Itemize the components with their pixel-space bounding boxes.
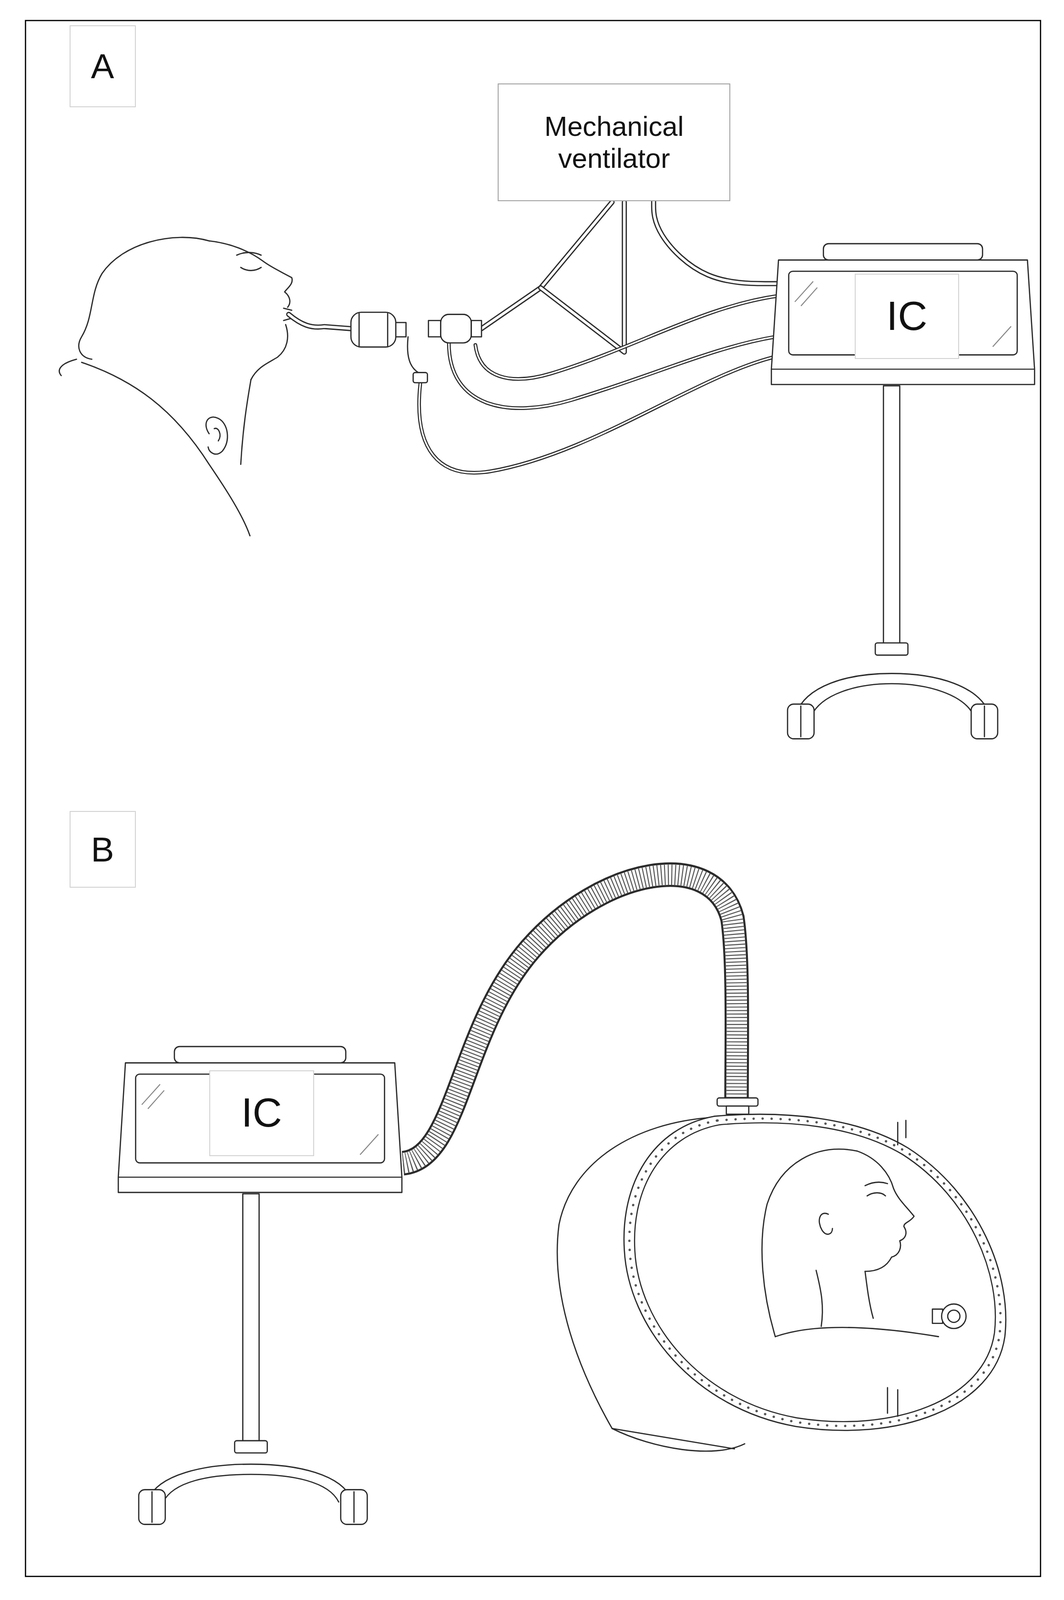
monitor-lip <box>771 368 1035 370</box>
airway-filter <box>350 312 396 348</box>
patient-neck <box>240 379 251 465</box>
stand-base <box>810 683 974 717</box>
pillow-line <box>81 362 250 536</box>
patient-chin <box>250 324 288 380</box>
endotracheal-tube <box>288 314 352 329</box>
canopy-hood <box>624 1114 1006 1431</box>
subject-eye <box>867 1192 886 1196</box>
hood-reflection <box>887 1120 907 1417</box>
canopy-port <box>947 1309 961 1323</box>
monitor-lip <box>118 1176 402 1178</box>
subject-brow <box>865 1182 888 1186</box>
gas-tube <box>653 201 777 284</box>
ventilator-tube <box>481 202 613 329</box>
device-abbreviation: IC <box>209 1070 315 1157</box>
monitor-handle <box>823 243 983 260</box>
patient-eye <box>240 267 262 271</box>
wheel <box>152 1491 355 1523</box>
patient-ear <box>214 428 220 441</box>
calorimeter-monitor: IC <box>770 242 1036 386</box>
wheel <box>800 705 985 737</box>
airway-filter <box>358 313 388 346</box>
ventilator-tube <box>540 202 625 353</box>
connector <box>428 320 441 337</box>
patient-head <box>78 237 209 360</box>
patient-ear <box>205 417 228 455</box>
subject-neck <box>816 1270 823 1327</box>
port-cap <box>413 372 428 383</box>
monitor-pole <box>883 385 900 645</box>
stand-base <box>147 1463 352 1500</box>
subject-neck <box>865 1271 874 1319</box>
canopy-drape <box>612 1428 745 1452</box>
canopy-collar <box>716 1097 758 1106</box>
calorimeter-monitor: IC <box>117 1045 403 1194</box>
pole-collar <box>875 642 908 655</box>
canopy-collar <box>726 1105 749 1115</box>
patient-profile <box>209 240 293 307</box>
device-abbreviation: IC <box>854 273 959 360</box>
panel-label: A <box>69 25 136 107</box>
filter-port <box>395 322 406 337</box>
monitor-pole <box>242 1193 259 1443</box>
pillow-line <box>59 359 77 376</box>
ventilator-box: Mechanical ventilator <box>497 83 731 201</box>
sampling-line <box>419 357 774 473</box>
sampling-line <box>475 296 778 379</box>
device-name: Mechanical ventilator <box>509 110 720 174</box>
subject-ear <box>819 1213 833 1235</box>
subject-shoulders <box>775 1327 939 1337</box>
patient-brow <box>236 252 261 256</box>
canopy-rim <box>629 1118 1001 1426</box>
canopy-rim <box>634 1122 996 1422</box>
pole-collar <box>234 1440 267 1453</box>
tube-core <box>653 201 777 284</box>
monitor-body <box>771 260 1035 385</box>
figure-frame <box>25 20 1041 1576</box>
subject-hair <box>761 1148 857 1337</box>
connector <box>440 314 471 343</box>
panel-letter: A <box>91 46 115 87</box>
canopy-port <box>941 1303 966 1329</box>
stand-base <box>795 673 990 715</box>
stand-base <box>163 1474 339 1503</box>
cap-strap <box>407 336 419 373</box>
ventilator-tube <box>540 202 625 353</box>
monitor-handle <box>174 1046 347 1064</box>
sampling-line <box>475 296 778 379</box>
connector <box>471 320 482 337</box>
panel-letter: B <box>91 829 115 870</box>
panel-label: B <box>69 810 136 888</box>
monitor-body <box>118 1063 402 1193</box>
endotracheal-tube <box>288 314 352 329</box>
ventilator-tube <box>481 202 613 329</box>
subject-profile <box>857 1150 915 1272</box>
sampling-line <box>419 357 774 473</box>
